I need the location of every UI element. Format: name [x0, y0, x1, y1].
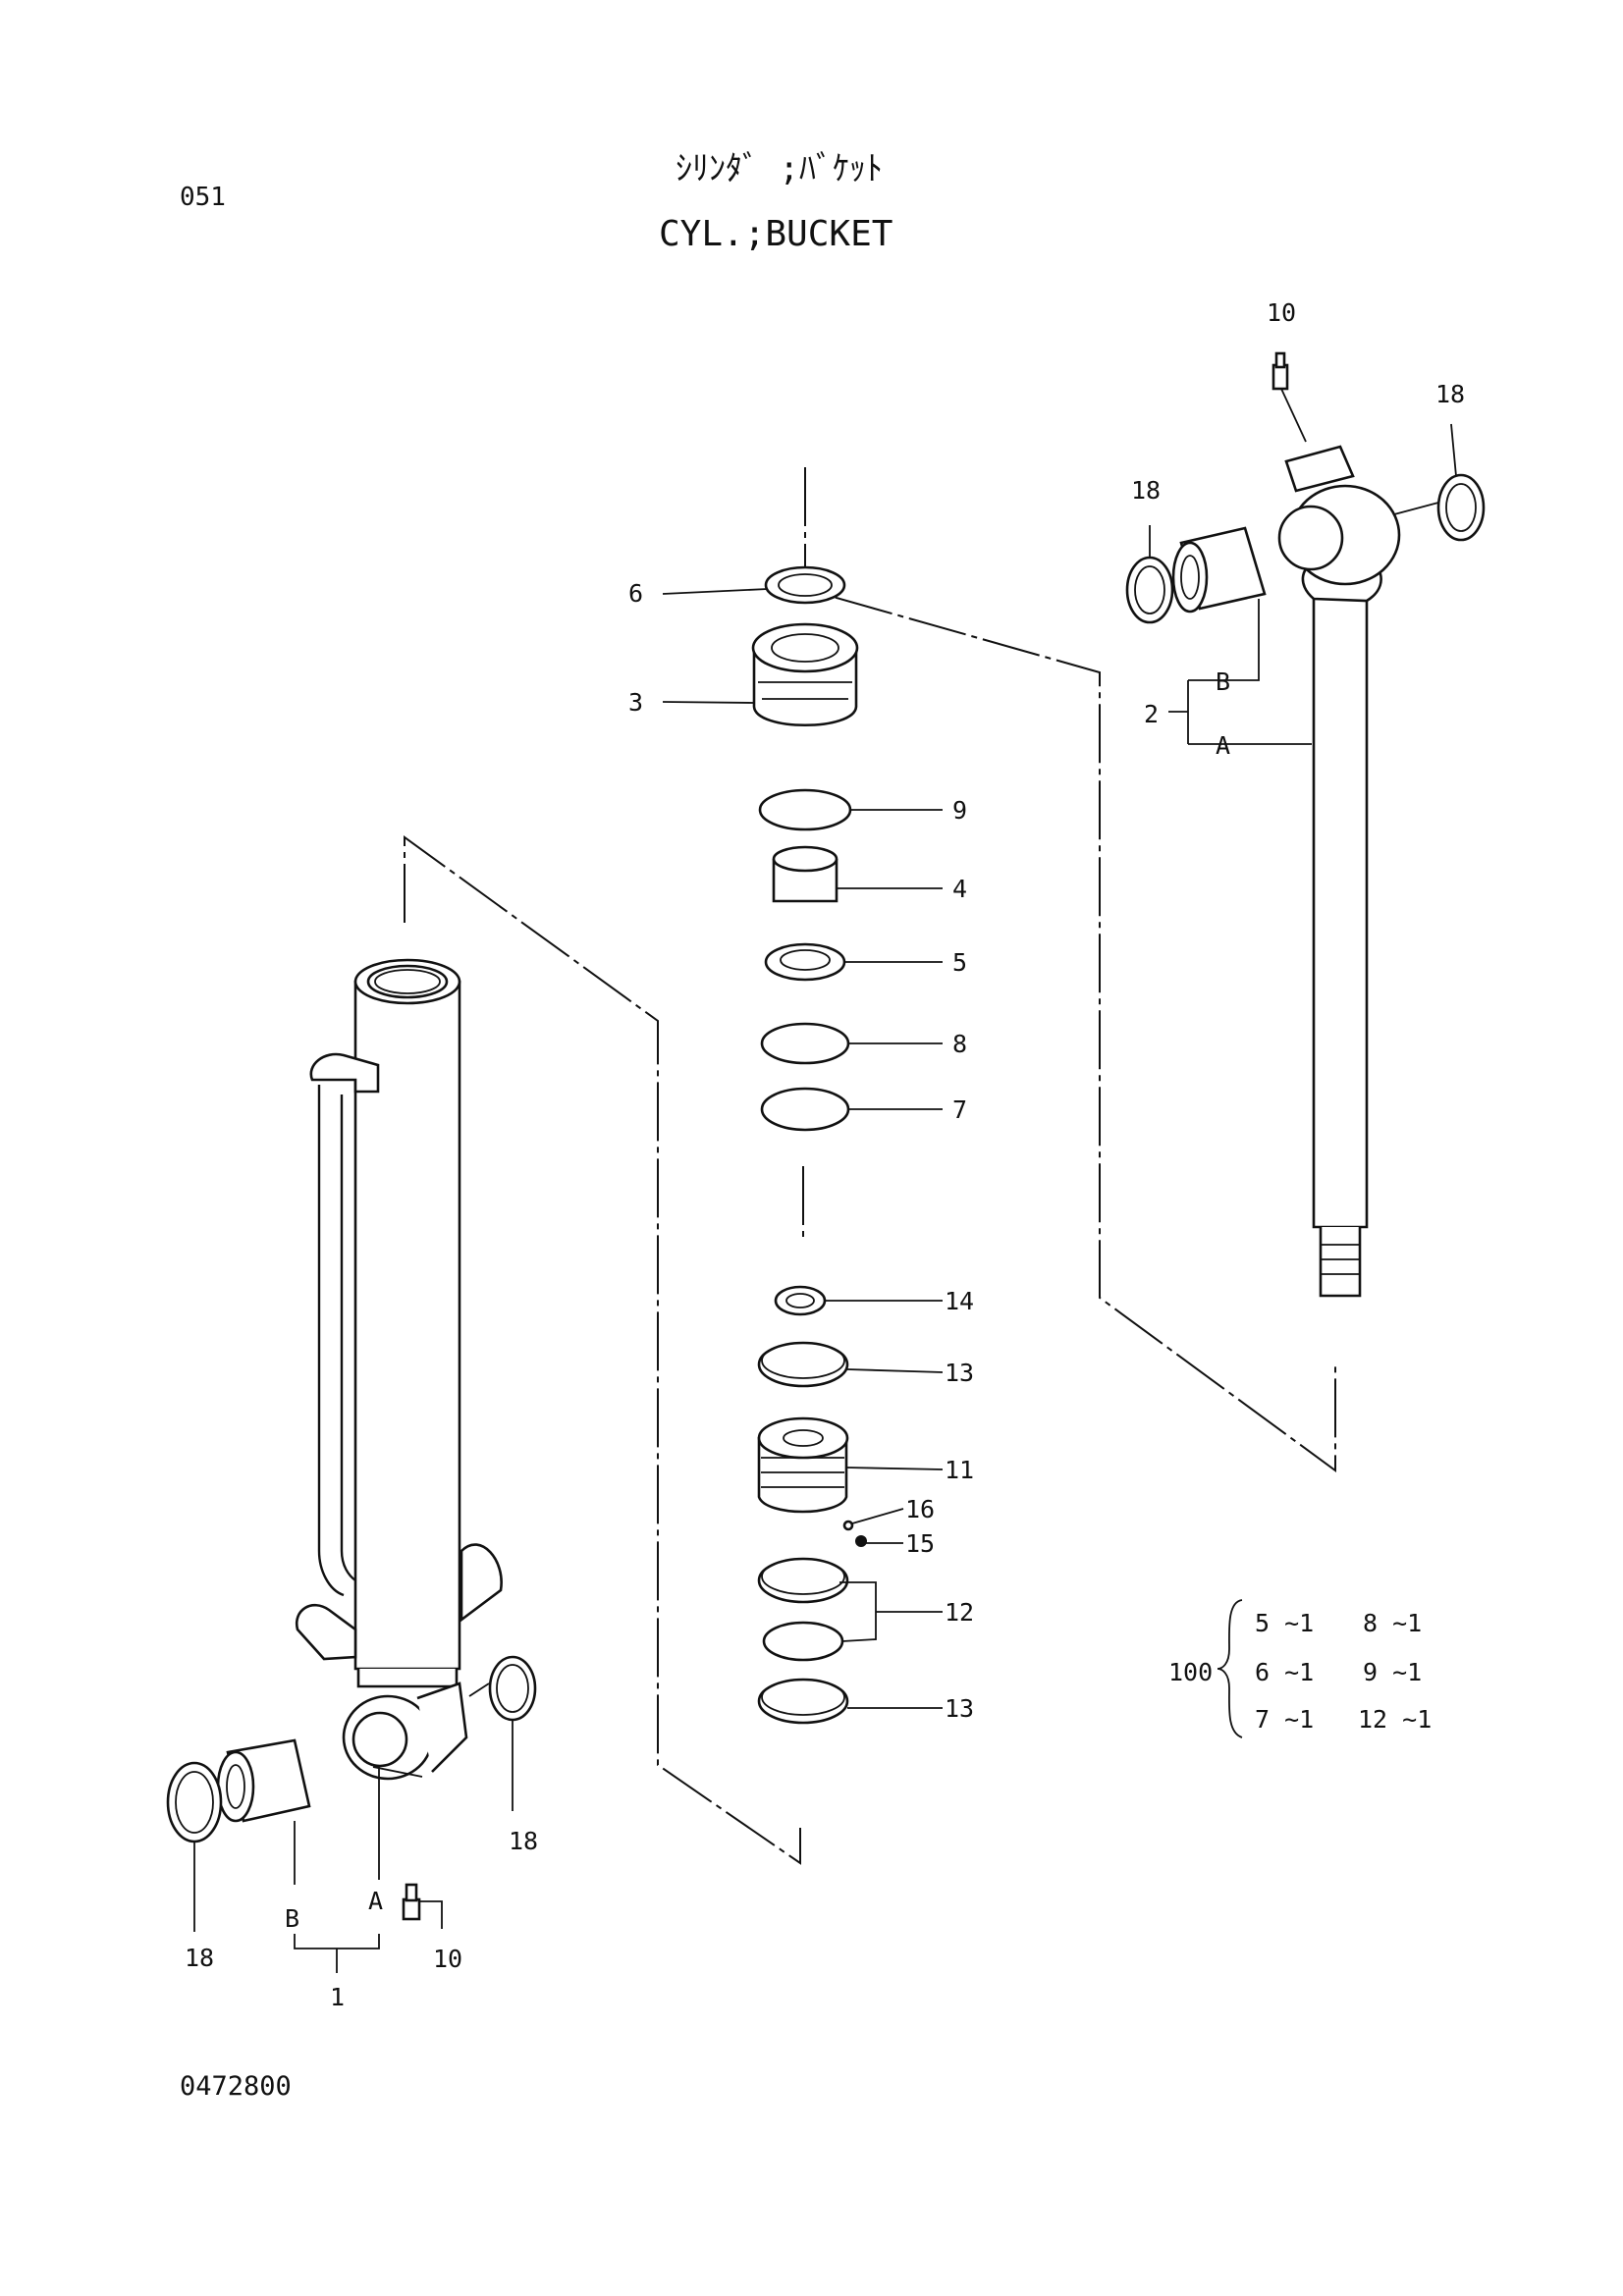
callout-18-top-right: 18 — [1435, 380, 1465, 408]
seal-stack — [751, 565, 867, 1725]
title-japanese: ｼﾘﾝﾀﾞ ;ﾊﾞｹｯﾄ — [676, 149, 883, 188]
kit-table: 100 5 ~1 8 ~1 6 ~1 9 ~1 7 ~1 12 ~1 — [1168, 1609, 1432, 1734]
piston-rod-2 — [1125, 351, 1486, 1298]
leader-lines — [193, 388, 1457, 1973]
callout-2: 2 — [1144, 700, 1159, 728]
callout-18-bottom-left: 18 — [185, 1944, 214, 1972]
cylinder-tube-1 — [166, 958, 537, 1921]
callout-2a: A — [1216, 731, 1230, 760]
title-english: CYL.;BUCKET — [659, 214, 893, 254]
callout-4: 4 — [952, 875, 967, 903]
callout-13-lower: 13 — [945, 1694, 974, 1723]
kit-item: 12 ~1 — [1358, 1705, 1432, 1734]
kit-item: 5 ~1 — [1255, 1609, 1314, 1637]
callout-10-bottom: 10 — [433, 1945, 462, 1973]
drawing-number: 0472800 — [180, 2071, 292, 2102]
callout-2b: B — [1216, 667, 1230, 696]
kit-item: 6 ~1 — [1255, 1658, 1314, 1686]
callout-1: 1 — [330, 1983, 345, 2011]
kit-brace — [1217, 1599, 1243, 1738]
callout-9: 9 — [952, 796, 967, 825]
callout-7: 7 — [952, 1095, 967, 1124]
callout-6: 6 — [628, 579, 643, 608]
callout-13-upper: 13 — [945, 1359, 974, 1387]
callout-8: 8 — [952, 1030, 967, 1058]
kit-item: 7 ~1 — [1255, 1705, 1314, 1734]
callout-5: 5 — [952, 948, 967, 977]
kit-number: 100 — [1168, 1658, 1213, 1686]
callout-1a: A — [368, 1887, 383, 1915]
kit-item: 9 ~1 — [1363, 1658, 1422, 1686]
callout-18-bottom-right: 18 — [509, 1827, 538, 1855]
callout-3: 3 — [628, 688, 643, 717]
callout-10-top: 10 — [1267, 298, 1296, 327]
callout-12: 12 — [945, 1598, 974, 1627]
kit-item: 8 ~1 — [1363, 1609, 1422, 1637]
callout-14: 14 — [945, 1287, 974, 1315]
callout-labels: 6 3 9 4 5 8 7 14 13 11 16 15 12 13 10 18… — [185, 298, 1465, 2011]
callout-18-top-left: 18 — [1131, 476, 1161, 505]
callout-11: 11 — [945, 1456, 974, 1484]
callout-16: 16 — [905, 1495, 935, 1523]
assembly-guide-lines — [404, 467, 1336, 1865]
callout-15: 15 — [905, 1529, 935, 1558]
page-code: 051 — [180, 183, 226, 212]
callout-1b: B — [285, 1904, 299, 1933]
